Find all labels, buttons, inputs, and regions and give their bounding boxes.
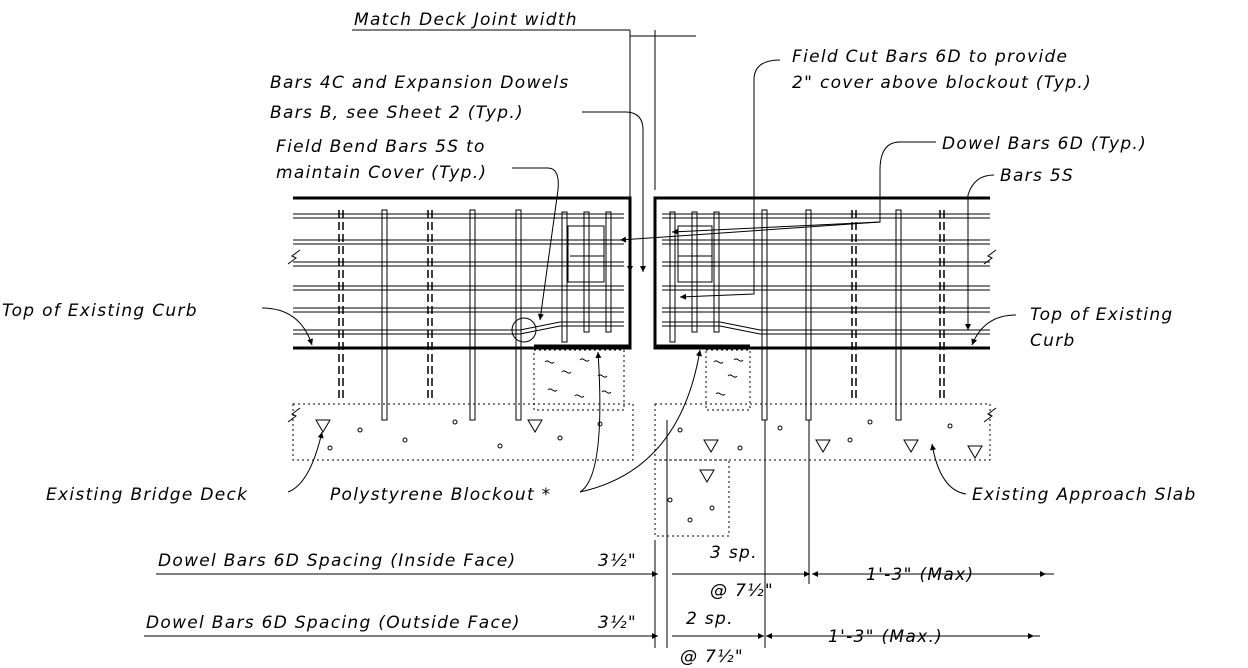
label-bars-4c-line1: Bars 4C and Expansion Dowels (270, 73, 570, 93)
label-bars-4c-line2: Bars B, see Sheet 2 (Typ.) (270, 103, 524, 123)
label-field-cut-line2: 2" cover above blockout (Typ.) (792, 73, 1092, 93)
dim-outside-face-max: 1'-3" (Max.) (828, 627, 943, 647)
leader-lines (261, 29, 1017, 495)
label-existing-bridge-deck: Existing Bridge Deck (46, 485, 248, 505)
label-top-existing-curb-right-line1: Top of Existing (1030, 305, 1174, 325)
annotation-labels: Match Deck Joint width Bars 4C and Expan… (2, 10, 1197, 667)
dim-outside-face-spacing: @ 7½" (680, 647, 744, 667)
dim-outside-face-first: 3½" (598, 613, 637, 633)
label-field-bend-line1: Field Bend Bars 5S to (276, 137, 486, 157)
dim-outside-face-count: 2 sp. (686, 609, 734, 629)
label-top-existing-curb-left: Top of Existing Curb (2, 301, 198, 321)
dim-outside-face-label: Dowel Bars 6D Spacing (Outside Face) (146, 613, 521, 633)
existing-concrete (287, 403, 997, 537)
label-dowel-bars-6d: Dowel Bars 6D (Typ.) (942, 134, 1147, 154)
label-existing-approach-slab: Existing Approach Slab (972, 485, 1197, 505)
dim-inside-face-count: 3 sp. (710, 543, 758, 563)
label-top-existing-curb-right-line2: Curb (1030, 331, 1076, 351)
label-match-deck-joint: Match Deck Joint width (354, 10, 578, 30)
polystyrene-blockout (533, 344, 751, 411)
dimension-lines (144, 420, 1054, 648)
label-polystyrene-blockout: Polystyrene Blockout * (330, 485, 551, 505)
label-bars-5s: Bars 5S (1000, 166, 1074, 186)
label-field-bend-line2: maintain Cover (Typ.) (276, 163, 487, 183)
right-slab (653, 196, 997, 421)
dim-inside-face-max: 1'-3" (Max) (866, 565, 974, 585)
dim-inside-face-spacing: @ 7½" (710, 581, 774, 601)
dim-inside-face-label: Dowel Bars 6D Spacing (Inside Face) (158, 551, 516, 571)
left-slab (287, 196, 632, 421)
label-field-cut-line1: Field Cut Bars 6D to provide (792, 47, 1068, 67)
dim-inside-face-first: 3½" (598, 551, 637, 571)
